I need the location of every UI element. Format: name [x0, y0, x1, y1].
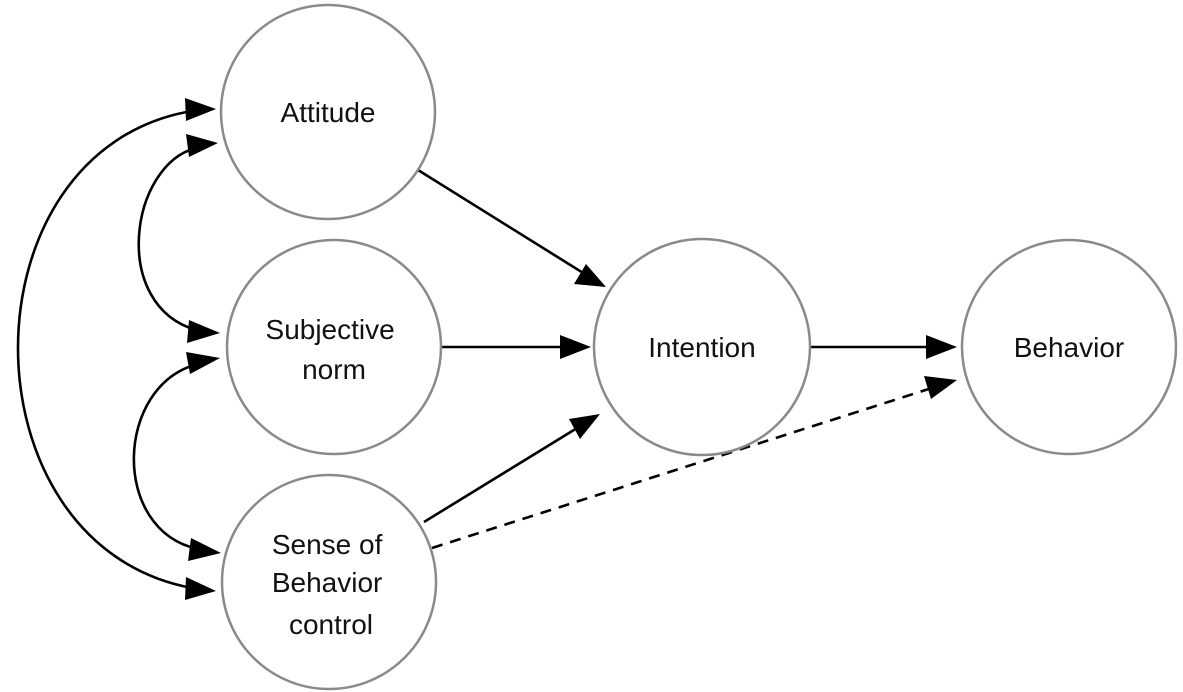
arrowhead-behavior-control-to-intention [569, 414, 600, 439]
node-subjective-norm-circle [225, 238, 443, 456]
node-behavior-control-label-line: control [289, 609, 373, 640]
node-attitude-label-line: Attitude [281, 97, 376, 128]
node-behavior-control-circle [220, 473, 438, 691]
node-attitude: Attitude [219, 3, 437, 221]
edge-subjective-norm-behavior-control [132, 362, 199, 551]
node-behavior-label-line: Behavior [1014, 332, 1125, 363]
node-attitude-label: Attitude [281, 97, 376, 128]
arrowhead-behavior-control-to-behavior [924, 376, 957, 399]
node-behavior-circle [960, 238, 1178, 456]
edge-attitude-to-intention [417, 168, 589, 278]
edge-attitude-behavior-control [16, 109, 193, 590]
arrowhead-intention-to-behavior [926, 335, 957, 359]
node-behavior: Behavior [960, 238, 1178, 456]
node-intention: Intention [592, 237, 812, 457]
nodes-group: Attitude Subjective norm Sense of Behavi… [219, 3, 1178, 691]
node-attitude-circle [219, 3, 437, 221]
node-intention-label-line: Intention [648, 332, 755, 363]
node-intention-label: Intention [648, 332, 755, 363]
edge-attitude-subjective-norm [137, 146, 197, 332]
node-subjective-norm-label-line: norm [302, 354, 366, 385]
node-subjective-norm: Subjective norm [225, 238, 443, 456]
node-behavior-control-label: Sense of Behavior control [272, 529, 390, 640]
node-subjective-norm-label-line: Subjective [266, 314, 395, 345]
node-behavior-control: Sense of Behavior control [220, 473, 438, 691]
node-behavior-control-label-line: Sense of [272, 529, 383, 560]
arrowhead-attitude-from-behavior-control [185, 98, 216, 121]
node-behavior-label: Behavior [1014, 332, 1125, 363]
edges-group [16, 98, 957, 600]
edge-behavior-control-to-behavior [431, 385, 936, 550]
arrowhead-subjective-norm-from-attitude [187, 320, 220, 343]
arrowhead-subjective-norm-from-behavior-control [186, 352, 220, 374]
node-subjective-norm-label: Subjective norm [266, 314, 403, 385]
arrowhead-behavior-control-from-subjective-norm [188, 538, 221, 561]
edge-behavior-control-to-intention [423, 423, 583, 524]
node-intention-circle [592, 237, 812, 457]
node-behavior-control-label-line: Behavior [272, 567, 383, 598]
arrowhead-subjective-norm-to-intention [560, 335, 591, 359]
arrowhead-attitude-from-subjective-norm [186, 134, 218, 157]
arrowhead-attitude-to-intention [574, 264, 606, 287]
arrowhead-behavior-control-from-attitude [185, 577, 216, 600]
